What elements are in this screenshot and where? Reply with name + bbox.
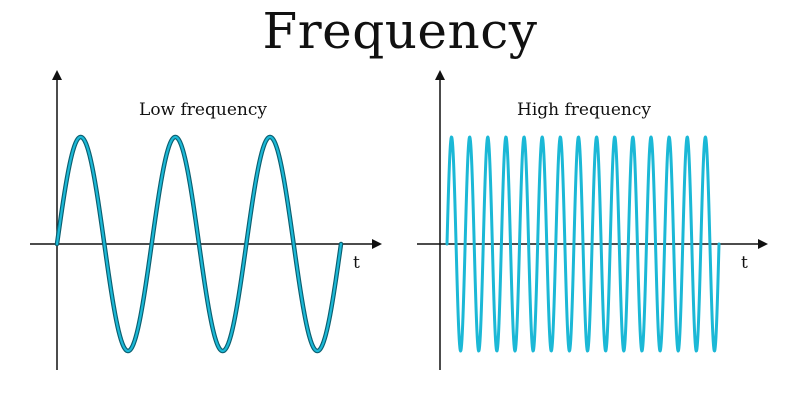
low-frequency-wave (55, 135, 343, 353)
low-frequency-label: Low frequency (139, 100, 267, 120)
high-time-axis-label: t (741, 253, 748, 273)
low-frequency-panel: Low frequency t (30, 70, 382, 370)
page-title: Frequency (262, 2, 538, 60)
high-frequency-panel: High frequency t (417, 70, 768, 370)
high-frequency-label: High frequency (517, 100, 651, 120)
high-frequency-wave (445, 135, 721, 353)
low-time-axis-label: t (353, 253, 360, 273)
